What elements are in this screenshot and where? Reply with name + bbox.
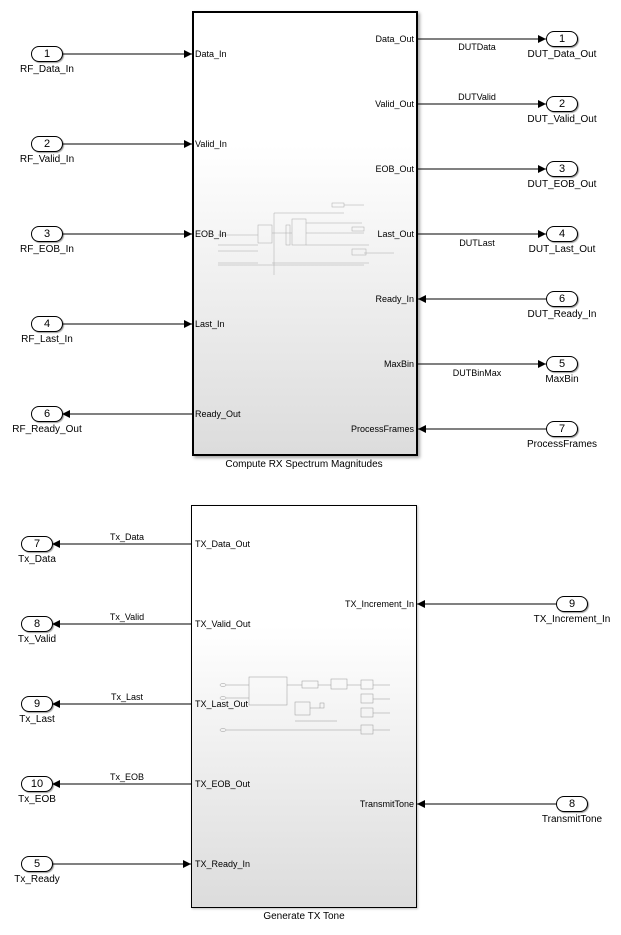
signal-label: DUTBinMax bbox=[452, 368, 502, 378]
signal-label: Tx_Data bbox=[109, 532, 145, 542]
subsystem-preview-icon bbox=[218, 202, 394, 275]
tx-port-label-tx_last_out: TX_Last_Out bbox=[195, 699, 249, 709]
rx-port-label-last_out: Last_Out bbox=[377, 229, 414, 239]
port-dut_eob_out[interactable]: 3 bbox=[546, 161, 578, 177]
rx-port-label-data_out: Data_Out bbox=[375, 34, 414, 44]
signal-label: DUTData bbox=[458, 42, 496, 52]
rx-block-name: Compute RX Spectrum Magnitudes bbox=[225, 459, 383, 470]
rx-port-label-maxbin: MaxBin bbox=[383, 359, 414, 369]
signal-label: Tx_Valid bbox=[109, 612, 145, 622]
inport-rf_data_in[interactable]: 1 bbox=[31, 46, 63, 62]
signal-label: Tx_EOB bbox=[109, 772, 145, 782]
port-tx_valid[interactable]: 8 bbox=[21, 616, 53, 632]
tx-port-label-tx_increment_in: TX_Increment_In bbox=[344, 599, 414, 609]
tx-port-label-transmittone: TransmitTone bbox=[359, 799, 414, 809]
port-name: DUT_Last_Out bbox=[528, 244, 596, 255]
port-name: RF_Valid_In bbox=[19, 154, 75, 165]
port-maxbin[interactable]: 5 bbox=[546, 356, 578, 372]
rx-port-label-data_in: Data_In bbox=[195, 49, 227, 59]
rx-port-label-eob_in: EOB_In bbox=[195, 229, 227, 239]
inport-rf_valid_in[interactable]: 2 bbox=[31, 136, 63, 152]
rx-port-label-valid_out: Valid_Out bbox=[375, 99, 414, 109]
tx-port-label-tx_valid_out: TX_Valid_Out bbox=[195, 619, 251, 629]
port-name: RF_Data_In bbox=[20, 64, 74, 75]
rx-port-label-valid_in: Valid_In bbox=[195, 139, 227, 149]
rx-port-label-last_in: Last_In bbox=[195, 319, 225, 329]
tx-block-name: Generate TX Tone bbox=[263, 911, 345, 922]
signal-label: DUTValid bbox=[458, 92, 496, 102]
port-dut_data_out[interactable]: 1 bbox=[546, 31, 578, 47]
port-name: TX_Increment_In bbox=[533, 614, 611, 625]
subsystem-preview-icon bbox=[219, 676, 390, 735]
port-dut_ready_in[interactable]: 6 bbox=[546, 291, 578, 307]
rx-port-label-ready_in: Ready_In bbox=[375, 294, 414, 304]
port-name: Tx_EOB bbox=[18, 794, 56, 805]
port-name: ProcessFrames bbox=[526, 439, 598, 450]
port-dut_last_out[interactable]: 4 bbox=[546, 226, 578, 242]
port-name: TransmitTone bbox=[541, 814, 603, 825]
port-name: RF_EOB_In bbox=[20, 244, 74, 255]
port-dut_valid_out[interactable]: 2 bbox=[546, 96, 578, 112]
generate-tx-tone-block[interactable] bbox=[191, 505, 417, 908]
inport-rf_last_in[interactable]: 4 bbox=[31, 316, 63, 332]
port-name: DUT_Valid_Out bbox=[527, 114, 597, 125]
tx-port-label-tx_ready_in: TX_Ready_In bbox=[195, 859, 251, 869]
rx-port-label-processframes: ProcessFrames bbox=[350, 424, 414, 434]
port-name: RF_Last_In bbox=[21, 334, 73, 345]
port-tx_data[interactable]: 7 bbox=[21, 536, 53, 552]
port-name: DUT_Data_Out bbox=[527, 49, 597, 60]
tx-port-label-tx_data_out: TX_Data_Out bbox=[195, 539, 251, 549]
port-name: DUT_Ready_In bbox=[527, 309, 597, 320]
port-tx_eob[interactable]: 10 bbox=[21, 776, 53, 792]
port-tx_last[interactable]: 9 bbox=[21, 696, 53, 712]
port-name: Tx_Data bbox=[18, 554, 56, 565]
inport-rf_ready_out[interactable]: 6 bbox=[31, 406, 63, 422]
port-name: Tx_Last bbox=[19, 714, 55, 725]
signal-label: Tx_Last bbox=[110, 692, 144, 702]
port-processframes[interactable]: 7 bbox=[546, 421, 578, 437]
inport-tx_increment_in[interactable]: 9 bbox=[556, 596, 588, 612]
port-name: MaxBin bbox=[545, 374, 579, 385]
port-name: Tx_Ready bbox=[14, 874, 60, 885]
port-name: DUT_EOB_Out bbox=[527, 179, 597, 190]
port-tx_ready[interactable]: 5 bbox=[21, 856, 53, 872]
signal-label: DUTLast bbox=[459, 238, 495, 248]
port-name: RF_Ready_Out bbox=[12, 424, 82, 435]
port-name: Tx_Valid bbox=[17, 634, 57, 645]
rx-port-label-ready_out: Ready_Out bbox=[195, 409, 241, 419]
rx-port-label-eob_out: EOB_Out bbox=[375, 164, 414, 174]
compute-rx-spectrum-block[interactable] bbox=[192, 11, 418, 456]
tx-port-label-tx_eob_out: TX_EOB_Out bbox=[195, 779, 251, 789]
inport-rf_eob_in[interactable]: 3 bbox=[31, 226, 63, 242]
inport-transmittone[interactable]: 8 bbox=[556, 796, 588, 812]
